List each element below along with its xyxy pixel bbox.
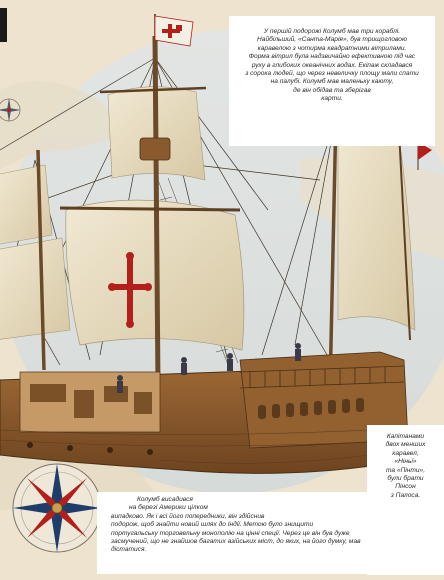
caption-line: Найбільший, «Санта-Марія», був трищоглов… xyxy=(257,36,407,44)
gunports xyxy=(27,442,153,455)
caption-line: засмучений, що не знайшов багатих азійсь… xyxy=(111,538,361,546)
caption-line: випадково. Як і всі його попередники, ві… xyxy=(111,512,265,520)
mizzen-yard xyxy=(397,111,411,341)
caption-landing-america: Колумб висадився на березі Америки цілко… xyxy=(97,492,367,574)
caption-santa-maria: У першій подорожі Колумб мав три кораблі… xyxy=(229,16,435,146)
compass-rose-icon xyxy=(12,463,102,553)
caption-line: каравелою з чотирма квадратними вітрилам… xyxy=(257,44,407,52)
stern-castle xyxy=(239,351,409,449)
caption-line: Пінсон xyxy=(395,483,416,491)
map-land xyxy=(0,81,113,170)
page-corner-tab xyxy=(0,8,7,42)
caption-line: з сорока людей, що через невеличку площу… xyxy=(245,70,419,78)
hull-cutaway-details xyxy=(30,384,152,418)
caption-line: з Палоса. xyxy=(390,491,421,499)
caption-line: де він обідав та зберігав xyxy=(293,86,371,94)
caption-line: та «Пінти», xyxy=(385,466,426,474)
red-cross-flag-icon xyxy=(154,14,194,47)
caption-line: «Ніньї» xyxy=(394,458,417,466)
caption-line: Капітанами xyxy=(386,433,425,440)
caption-line: Форма вітрил була надзвичайно ефективною… xyxy=(248,53,416,61)
caption-line: руху в глибоких океанічних водах. Екіпаж… xyxy=(251,61,413,69)
caption-line: двох менших xyxy=(385,441,426,449)
caption-line: на палубі. Колумб мав маленьку каюту, xyxy=(270,78,394,86)
sailor-figures xyxy=(117,343,301,393)
caption-line: португальську торговельну монополію на ц… xyxy=(111,529,350,537)
caption-pinzon-brothers: Капітанами двох менших каравел, «Ніньї» … xyxy=(367,425,444,575)
small-compass-icon xyxy=(0,98,21,122)
caption-line: подорож, щоб знайти новий шлях до Індії.… xyxy=(111,521,314,529)
stern-arches xyxy=(258,398,364,419)
mizzen-mast xyxy=(328,111,338,391)
caption-line: каравел, xyxy=(392,449,419,457)
caption-line: Колумб висадився xyxy=(137,496,193,503)
caption-line: на березі Америки цілком xyxy=(129,504,208,512)
deck-balustrade xyxy=(239,365,405,389)
red-cross-emblem xyxy=(108,252,152,328)
foremast xyxy=(36,149,46,371)
caption-line: карти. xyxy=(321,95,343,103)
main-yard-lower xyxy=(59,206,241,212)
caption-line: дістатися. xyxy=(111,546,147,554)
crows-nest xyxy=(139,137,171,161)
fore-course-sail xyxy=(0,237,71,340)
fore-topsail xyxy=(0,164,53,245)
main-yard-upper xyxy=(99,86,207,94)
caption-line: були брати xyxy=(387,475,424,483)
caption-line: У першій подорожі Колумб мав три кораблі… xyxy=(263,28,401,35)
